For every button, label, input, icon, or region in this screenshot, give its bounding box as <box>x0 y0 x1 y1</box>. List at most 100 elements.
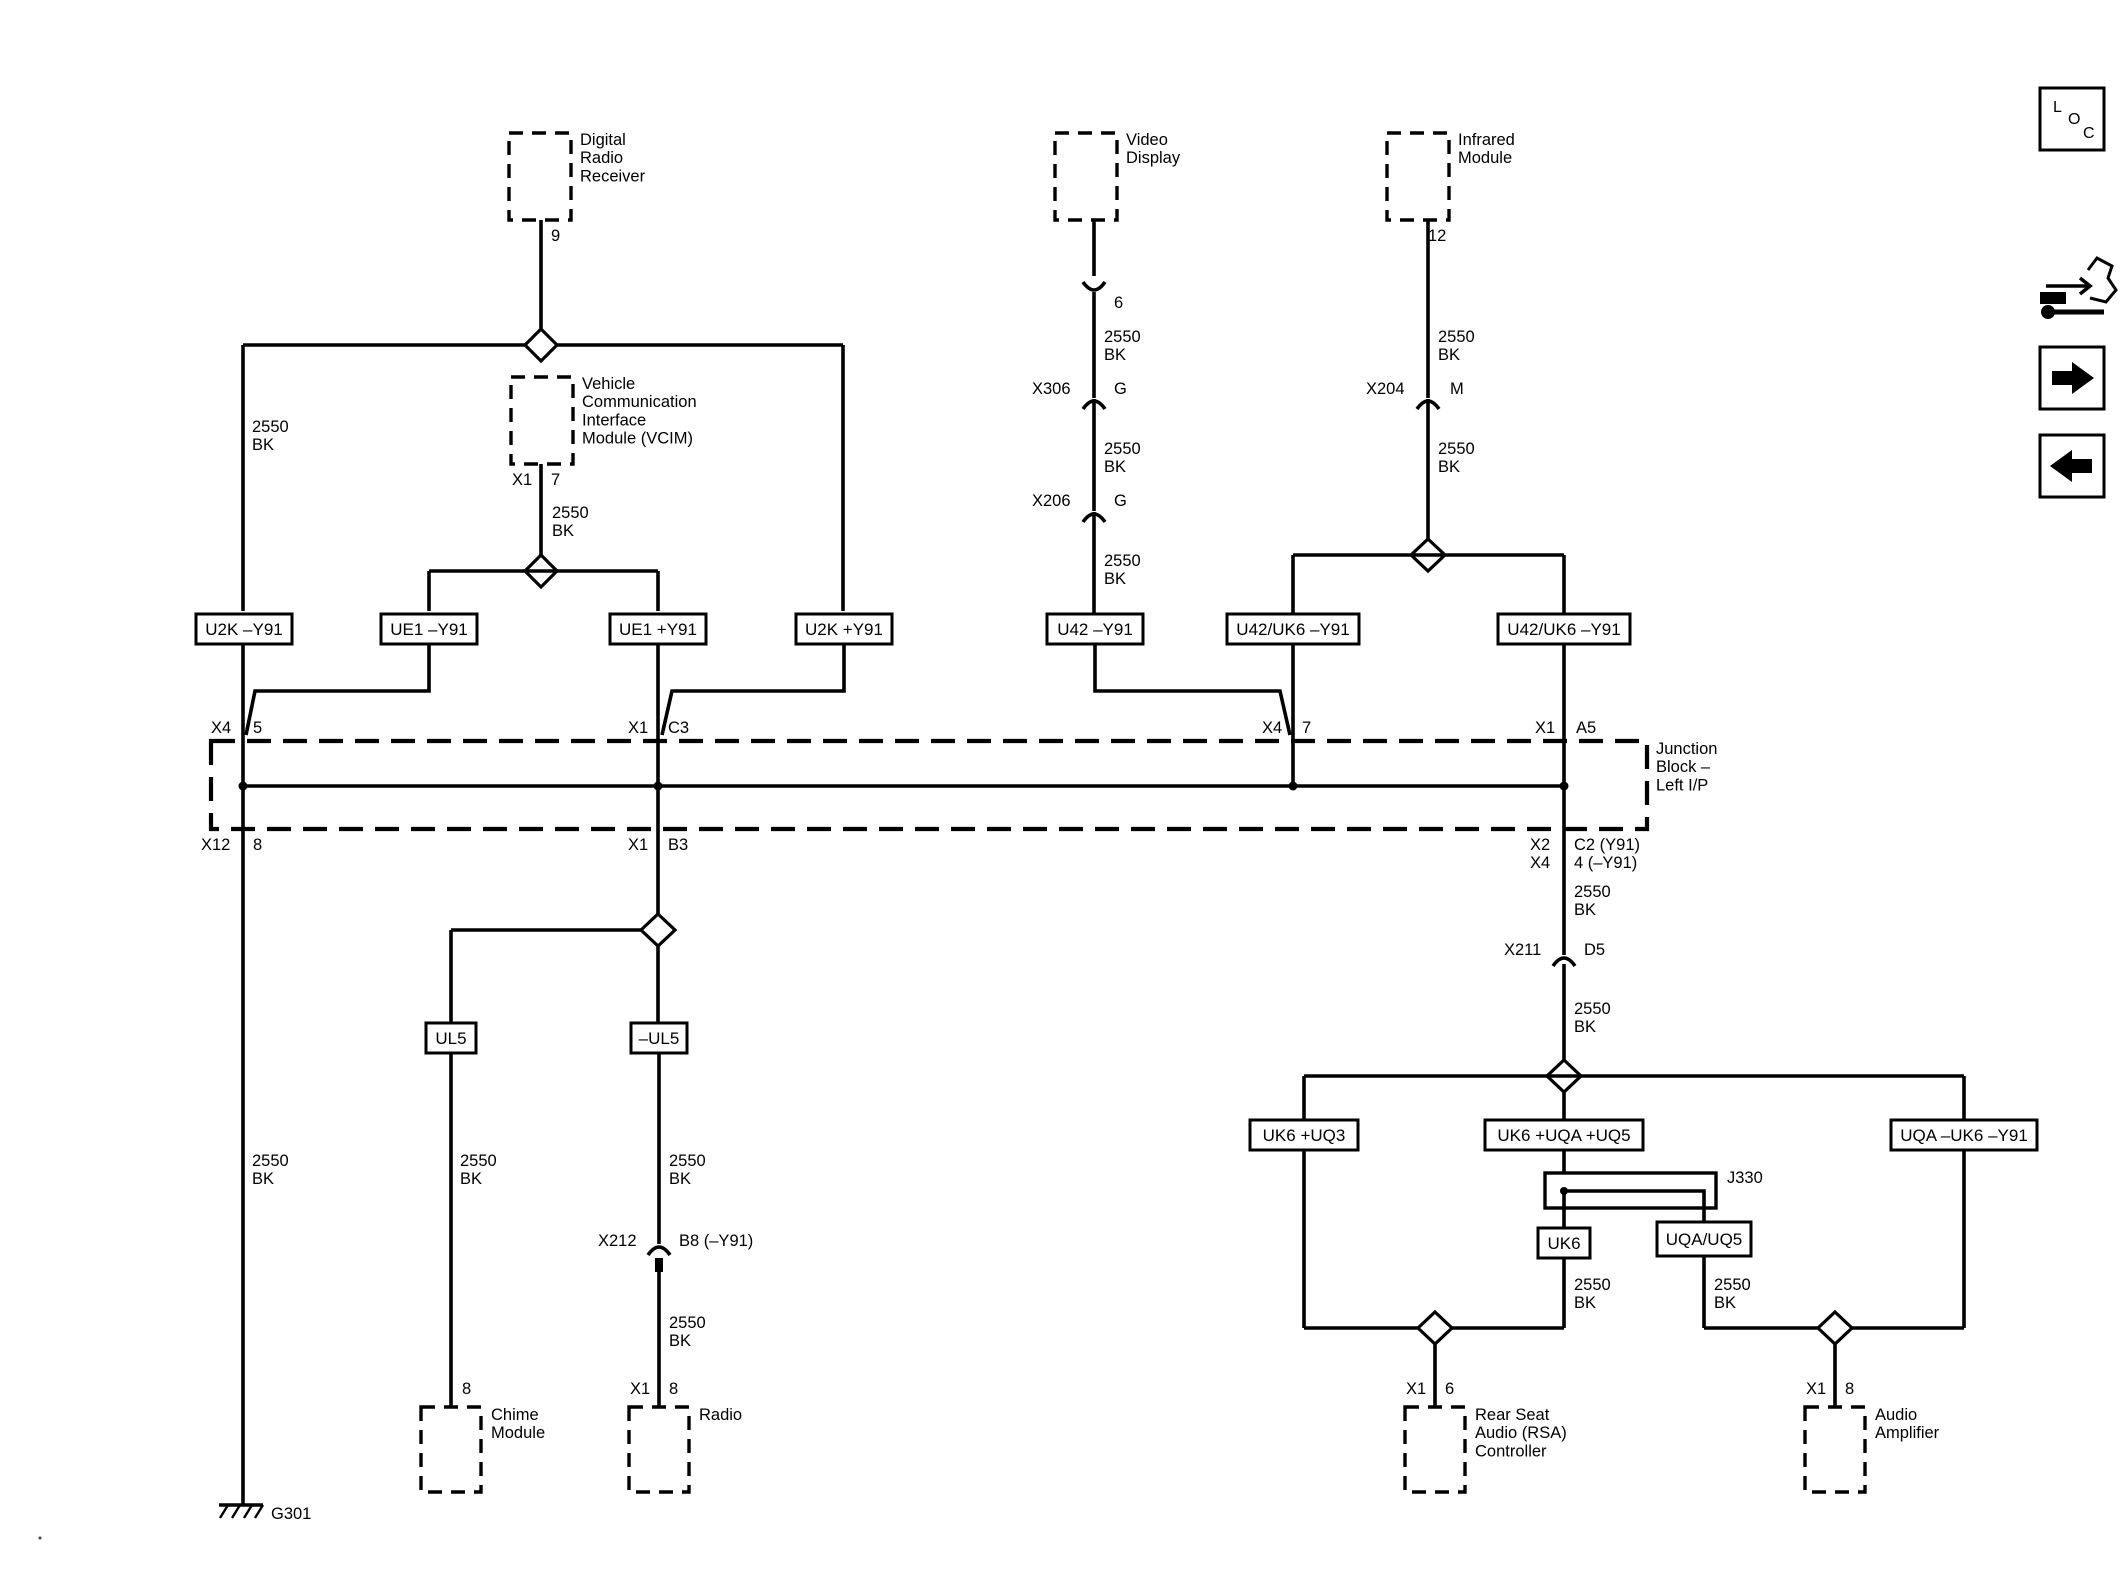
wire-gauge: 2550 <box>552 504 589 522</box>
jb-pin: 7 <box>1302 719 1311 737</box>
loc-icon: L O C <box>2053 99 2095 142</box>
video-pin: 6 <box>1114 294 1123 312</box>
inline-connector-pin: G <box>1114 492 1127 510</box>
inline-connector-x206: X206 <box>1032 492 1071 510</box>
svg-text:U42 –Y91: U42 –Y91 <box>1057 620 1133 639</box>
inline-connector-pin: B8 (–Y91) <box>679 1232 753 1250</box>
splice-amplifier <box>1815 1309 1855 1347</box>
radio-connector: X1 <box>630 1380 650 1398</box>
schematic-tools-icon <box>2040 256 2118 319</box>
schematic-tools-button[interactable] <box>2040 256 2118 319</box>
wire-gauge: 2550 <box>1574 1000 1611 1018</box>
next-page-button[interactable] <box>2038 345 2106 411</box>
svg-text:U42/UK6 –Y91: U42/UK6 –Y91 <box>1507 620 1620 639</box>
loc-button[interactable]: L O C <box>2038 86 2106 152</box>
vcim-connector: X1 <box>512 471 532 489</box>
jb-pin: C3 <box>668 719 689 737</box>
jb-connector: X1 <box>628 719 648 737</box>
wire-gauge: 2550 <box>252 418 289 436</box>
wire-color: BK <box>1438 346 1460 364</box>
jb-pin: 4 (–Y91) <box>1574 854 1637 872</box>
wire-color: BK <box>552 522 574 540</box>
svg-text:U2K +Y91: U2K +Y91 <box>805 620 883 639</box>
wire-gauge: 2550 <box>1574 883 1611 901</box>
wire-gauge: 2550 <box>1104 440 1141 458</box>
svg-text:U42/UK6 –Y91: U42/UK6 –Y91 <box>1236 620 1349 639</box>
wire-gauge: 2550 <box>1574 1276 1611 1294</box>
option-ul5: UL5 <box>424 1021 478 1055</box>
inline-connector-x212: X212 <box>598 1232 637 1250</box>
jb-pin: B3 <box>668 836 688 854</box>
j330-label: J330 <box>1727 1169 1763 1187</box>
component-radio[interactable]: Radio <box>627 1405 742 1494</box>
option-u42-minus-y91: U42 –Y91 <box>1045 612 1145 646</box>
option-uqa-uq5: UQA/UQ5 <box>1655 1220 1753 1258</box>
option-minus-ul5: –UL5 <box>629 1021 689 1055</box>
inline-connector-pin: D5 <box>1584 941 1605 959</box>
wire-gauge: 2550 <box>669 1152 706 1170</box>
wire-gauge: 2550 <box>1104 552 1141 570</box>
wire-color: BK <box>1438 458 1460 476</box>
infrared-pin: 12 <box>1428 227 1446 245</box>
chime-pin: 8 <box>462 1380 471 1398</box>
arrow-left-icon <box>2050 450 2092 482</box>
wire-gauge: 2550 <box>460 1152 497 1170</box>
ground-label: G301 <box>271 1505 311 1523</box>
jb-connector: X4 <box>211 719 231 737</box>
svg-text:UQA –UK6 –Y91: UQA –UK6 –Y91 <box>1900 1126 2028 1145</box>
wire-gauge: 2550 <box>1714 1276 1751 1294</box>
wire-color: BK <box>669 1332 691 1350</box>
wire-gauge: 2550 <box>252 1152 289 1170</box>
svg-text:–UL5: –UL5 <box>639 1029 680 1048</box>
svg-text:O: O <box>2068 111 2080 128</box>
jb-pin: C2 (Y91) <box>1574 836 1640 854</box>
jb-connector: X2 <box>1530 836 1550 854</box>
option-uk6: UK6 <box>1536 1226 1592 1260</box>
option-u2k-plus-y91: U2K +Y91 <box>794 612 894 646</box>
wire-gauge: 2550 <box>1104 328 1141 346</box>
jb-connector: X1 <box>1535 719 1555 737</box>
option-ue1-minus-y91: UE1 –Y91 <box>379 612 479 646</box>
previous-page-button[interactable] <box>2038 433 2106 499</box>
arrow-right-icon <box>2052 362 2094 394</box>
jb-pin: A5 <box>1576 719 1596 737</box>
vcim-pin: 7 <box>551 471 560 489</box>
option-uk6-plus-uq3: UK6 +UQ3 <box>1248 1118 1360 1152</box>
svg-text:UQA/UQ5: UQA/UQ5 <box>1666 1230 1743 1249</box>
wire-color: BK <box>669 1170 691 1188</box>
wire-color: BK <box>1574 1018 1596 1036</box>
rsa-connector: X1 <box>1406 1380 1426 1398</box>
drr-pin: 9 <box>551 227 560 245</box>
svg-text:UK6: UK6 <box>1547 1234 1580 1253</box>
wire-color: BK <box>1104 458 1126 476</box>
jb-connector: X1 <box>628 836 648 854</box>
wire-color: BK <box>252 1170 274 1188</box>
inline-connector-pin: G <box>1114 380 1127 398</box>
option-uqa-minus-uk6-minus-y91: UQA –UK6 –Y91 <box>1889 1118 2039 1152</box>
inline-connector-pin: M <box>1450 380 1464 398</box>
inline-connector-x211: X211 <box>1504 941 1541 959</box>
wire-gauge: 2550 <box>1438 328 1475 346</box>
wire-gauge: 2550 <box>669 1314 706 1332</box>
jb-connector: X12 <box>201 836 230 854</box>
jb-connector: X4 <box>1262 719 1282 737</box>
rsa-pin: 6 <box>1445 1380 1454 1398</box>
svg-text:U2K –Y91: U2K –Y91 <box>205 620 283 639</box>
wire-color: BK <box>1574 1294 1596 1312</box>
splice-drr <box>522 326 560 364</box>
option-uk6-plus-uqa-plus-uq5: UK6 +UQA +UQ5 <box>1483 1118 1645 1152</box>
svg-text:UL5: UL5 <box>435 1029 466 1048</box>
